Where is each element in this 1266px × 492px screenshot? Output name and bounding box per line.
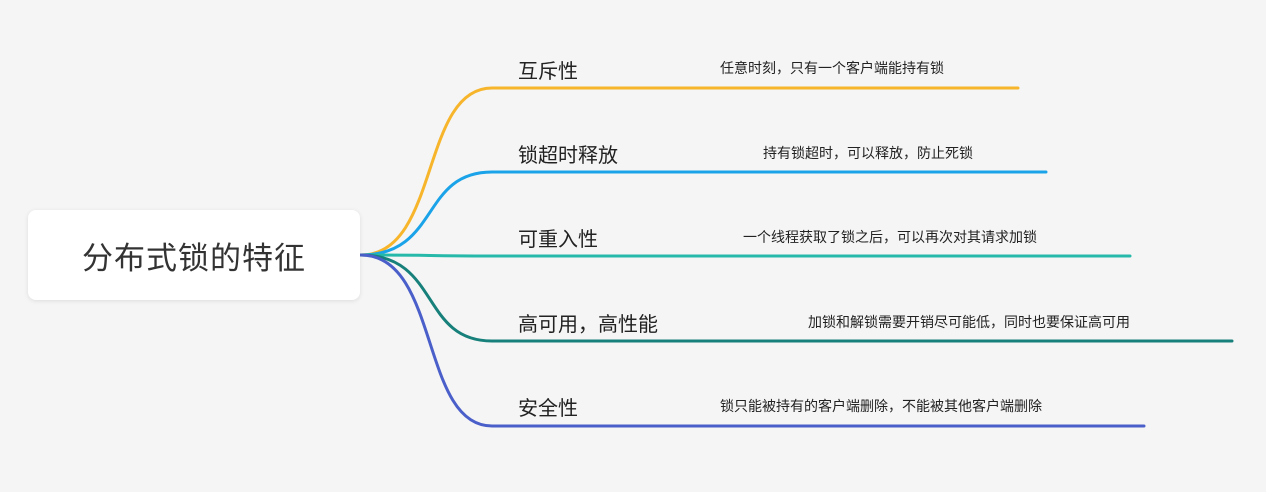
connector-mutual-exclusion [359, 86, 1020, 257]
branch-desc-lock-timeout[interactable]: 持有锁超时，可以释放，防止死锁 [763, 146, 973, 162]
connector-safety [359, 253, 1146, 428]
branch-desc-safety[interactable]: 锁只能被持有的客户端删除，不能被其他客户端删除 [720, 399, 1042, 415]
root-node-label: 分布式锁的特征 [82, 240, 306, 277]
connector-reentrancy [359, 253, 1132, 258]
branch-label-reentrancy[interactable]: 可重入性 [518, 227, 598, 251]
branch-label-high-availability[interactable]: 高可用，高性能 [518, 312, 658, 336]
branch-desc-high-availability[interactable]: 加锁和解锁需要开销尽可能低，同时也要保证高可用 [808, 315, 1130, 331]
connector-high-availability [359, 253, 1234, 343]
branch-desc-mutual-exclusion[interactable]: 任意时刻，只有一个客户端能持有锁 [720, 61, 944, 77]
branch-label-mutual-exclusion[interactable]: 互斥性 [518, 59, 578, 83]
connector-lock-timeout [359, 170, 1048, 257]
branch-desc-reentrancy[interactable]: 一个线程获取了锁之后，可以再次对其请求加锁 [743, 230, 1037, 246]
branch-label-safety[interactable]: 安全性 [518, 396, 578, 420]
root-node[interactable]: 分布式锁的特征 [28, 210, 360, 300]
branch-label-lock-timeout[interactable]: 锁超时释放 [518, 143, 618, 167]
